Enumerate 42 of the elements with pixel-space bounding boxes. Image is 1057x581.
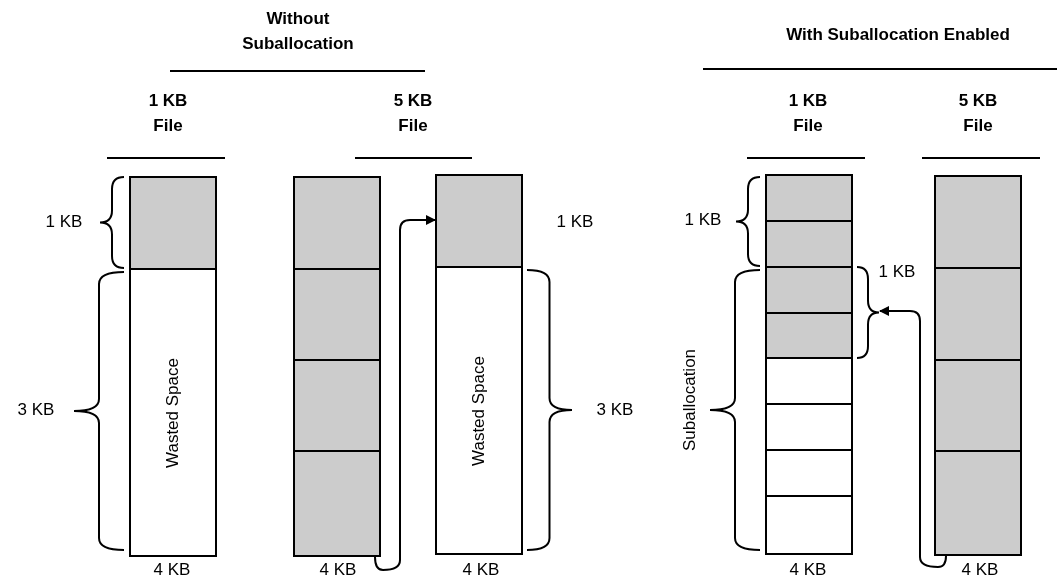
size-label: 4 KB	[960, 560, 1000, 580]
size-label: 1 KB	[44, 212, 84, 232]
storage-block	[765, 495, 853, 555]
storage-block	[435, 174, 523, 268]
storage-block	[765, 357, 853, 405]
storage-block	[765, 312, 853, 359]
storage-block	[293, 450, 381, 557]
arrow	[374, 215, 436, 571]
block-label: Wasted Space	[163, 357, 183, 468]
storage-block	[129, 268, 217, 557]
storage-block	[293, 359, 381, 452]
storage-block	[934, 450, 1022, 556]
column-heading: 5 KB File	[957, 90, 999, 137]
storage-block	[934, 267, 1022, 361]
column-heading: 5 KB File	[392, 90, 434, 137]
size-label: 3 KB	[16, 400, 56, 420]
storage-block	[129, 176, 217, 270]
size-label: 4 KB	[318, 560, 358, 580]
storage-block	[765, 403, 853, 451]
size-label: 4 KB	[461, 560, 501, 580]
storage-block	[765, 266, 853, 314]
storage-block	[934, 175, 1022, 269]
size-label: 3 KB	[595, 400, 635, 420]
block-label: Wasted Space	[469, 355, 489, 466]
storage-block	[765, 449, 853, 497]
region-label: Suballocation	[680, 348, 700, 452]
column-heading: 1 KB File	[147, 90, 189, 137]
storage-block	[435, 266, 523, 555]
size-label: 4 KB	[788, 560, 828, 580]
storage-block	[934, 359, 1022, 452]
size-label: 4 KB	[152, 560, 192, 580]
storage-block	[293, 268, 381, 361]
arrow	[879, 306, 947, 568]
storage-block	[765, 174, 853, 222]
column-heading: 1 KB File	[787, 90, 829, 137]
size-label: 1 KB	[877, 262, 917, 282]
size-label: 1 KB	[555, 212, 595, 232]
column-heading: Without Suballocation	[241, 8, 355, 55]
storage-block	[765, 220, 853, 268]
storage-block	[293, 176, 381, 270]
column-heading: With Suballocation Enabled	[785, 24, 1011, 46]
size-label: 1 KB	[683, 210, 723, 230]
